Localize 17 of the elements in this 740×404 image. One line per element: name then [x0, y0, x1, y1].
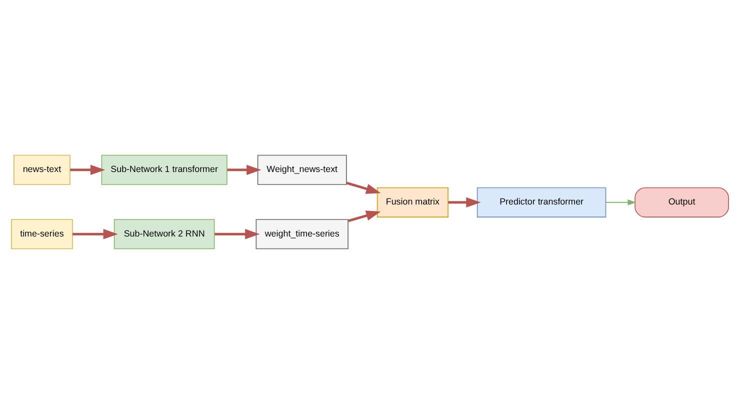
- node-box: weight_time-series: [256, 219, 348, 250]
- arrow: [72, 228, 118, 240]
- arrow: [348, 210, 381, 222]
- node-box: Output: [634, 187, 729, 218]
- arrow: [346, 182, 381, 194]
- node-box: Sub-Network 2 RNN: [114, 219, 215, 250]
- node-box: Fusion matrix: [376, 187, 448, 218]
- arrow: [606, 199, 636, 206]
- node-box: news-text: [14, 154, 70, 185]
- arrow: [70, 164, 106, 176]
- node-box: Predictor transformer: [476, 187, 606, 218]
- node-box: time-series: [11, 219, 73, 250]
- node-box: Weight_news-text: [257, 154, 347, 185]
- arrow: [448, 197, 481, 208]
- node-box: Sub-Network 1 transformer: [101, 154, 228, 185]
- arrow: [227, 164, 262, 176]
- arrow: [214, 228, 260, 240]
